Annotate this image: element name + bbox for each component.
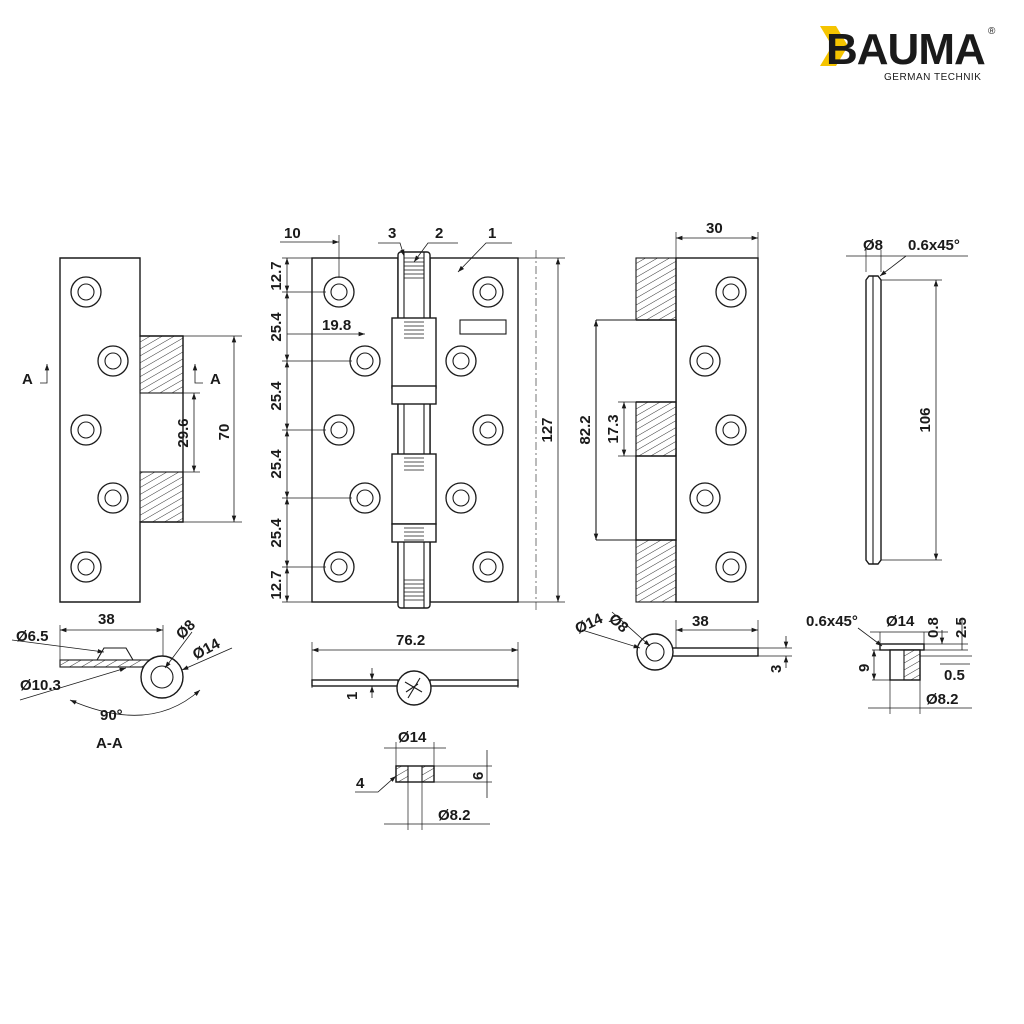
upper-knuckle-section: [139, 335, 184, 394]
brand-name: BAUMA: [826, 25, 985, 74]
side-knuckle-middle: [635, 401, 677, 457]
side-profile-view: 38 Ø8 Ø14 3: [573, 610, 792, 673]
front-knuckle-threads: [404, 257, 424, 601]
part-label-4: 4: [356, 775, 365, 792]
dim-pitch-end-top: 12.7: [268, 261, 285, 290]
dim-aa-countersink: Ø10.3: [20, 677, 61, 694]
open-leaf-left: [311, 679, 399, 687]
side-profile-leaf: [663, 647, 759, 657]
dim-knuckle-len: 17.3: [605, 414, 622, 443]
bearing-view: Ø14 6 Ø8.2 4: [355, 729, 492, 830]
dim-cap-head-dia: Ø14: [886, 613, 915, 630]
cross-section-aa: 38 90° Ø6.5 Ø10.3 Ø8 Ø14 A-A: [11, 611, 233, 752]
front-knuckle-barrel: [397, 251, 431, 609]
dim-edge-margin: 10: [284, 225, 301, 242]
dim-cap-body-height: 9: [856, 664, 873, 672]
dim-height: 127: [539, 417, 556, 442]
dim-gap-height: 29.6: [175, 418, 192, 447]
aa-leaf-profile: [59, 659, 151, 668]
dim-knuckle-height: 70: [216, 424, 233, 441]
section-title: A-A: [96, 735, 123, 752]
dim-side-thickness: 3: [768, 665, 785, 673]
cap-head: [879, 643, 925, 651]
dim-bearing-height: 6: [470, 772, 487, 780]
dim-pin-length: 106: [917, 407, 934, 432]
dim-pin-chamfer: 0.6x45°: [908, 237, 960, 254]
dim-aa-pin: Ø8: [173, 617, 199, 643]
side-knuckle-bottom: [635, 539, 677, 603]
dim-side-leaf-top: 30: [706, 220, 723, 237]
side-knuckle-top: [635, 257, 677, 321]
dim-cap-step: 0.5: [944, 667, 965, 684]
registered-mark: ®: [988, 26, 996, 37]
dim-cap-total-height: 2.5: [953, 617, 970, 638]
logo-accent-mark: [820, 26, 848, 66]
front-view: 12.7 25.4 25.4 25.4 25.4 12.7 10 19.8 12…: [268, 225, 565, 610]
open-leaf-right: [429, 679, 519, 687]
dim-pitch-3: 25.4: [268, 449, 285, 479]
dim-side-leaf-width: 38: [692, 613, 709, 630]
section-mark-left: A: [22, 371, 33, 388]
dim-pitch-1: 25.4: [268, 312, 285, 342]
dim-bearing-outer: Ø14: [398, 729, 427, 746]
dim-pitch-4: 25.4: [268, 518, 285, 548]
dim-cap-chamfer: 0.6x45°: [806, 613, 858, 630]
section-screw-holes: [70, 276, 129, 583]
side-view: 30 82.2 17.3: [577, 220, 759, 603]
pin-view: Ø8 0.6x45° 106: [846, 237, 968, 565]
dim-side-pin: Ø8: [605, 610, 631, 636]
dim-pitch-2: 25.4: [268, 381, 285, 411]
lower-knuckle-section: [139, 471, 184, 523]
aa-knuckle: [140, 655, 184, 699]
part-label-2: 2: [435, 225, 443, 242]
end-cap-view: Ø14 0.6x45° 0.8 2.5 0.5 9 Ø8.2: [806, 613, 972, 714]
dim-aa-angle: 90°: [100, 707, 123, 724]
dim-side-knuckle: Ø14: [573, 610, 606, 638]
side-screw-holes: [689, 276, 747, 583]
dim-pin-dia: Ø8: [863, 237, 883, 254]
open-profile-view: 76.2 1: [311, 632, 519, 706]
dim-pitch-end-bottom: 12.7: [268, 570, 285, 599]
part-label-1: 1: [488, 225, 496, 242]
part-label-3: 3: [388, 225, 396, 242]
bauma-logo: BAUMA ® GERMAN TECHNIK: [820, 25, 996, 83]
dim-hole-offset: 19.8: [322, 317, 351, 334]
front-screw-holes: [323, 276, 504, 583]
dim-leaf-thickness: 1: [344, 692, 361, 700]
section-view: A A 70 29.6: [22, 257, 242, 603]
dim-knuckle-span: 82.2: [577, 415, 594, 444]
brand-tagline: GERMAN TECHNIK: [884, 72, 981, 83]
section-mark-right: A: [210, 371, 221, 388]
dim-bearing-inner: Ø8.2: [438, 807, 471, 824]
dim-aa-hole: Ø6.5: [16, 628, 49, 645]
dim-cap-head-height: 0.8: [925, 617, 942, 638]
dim-cap-body-dia: Ø8.2: [926, 691, 959, 708]
dim-aa-leaf-width: 38: [98, 611, 115, 628]
dim-open-width: 76.2: [396, 632, 425, 649]
